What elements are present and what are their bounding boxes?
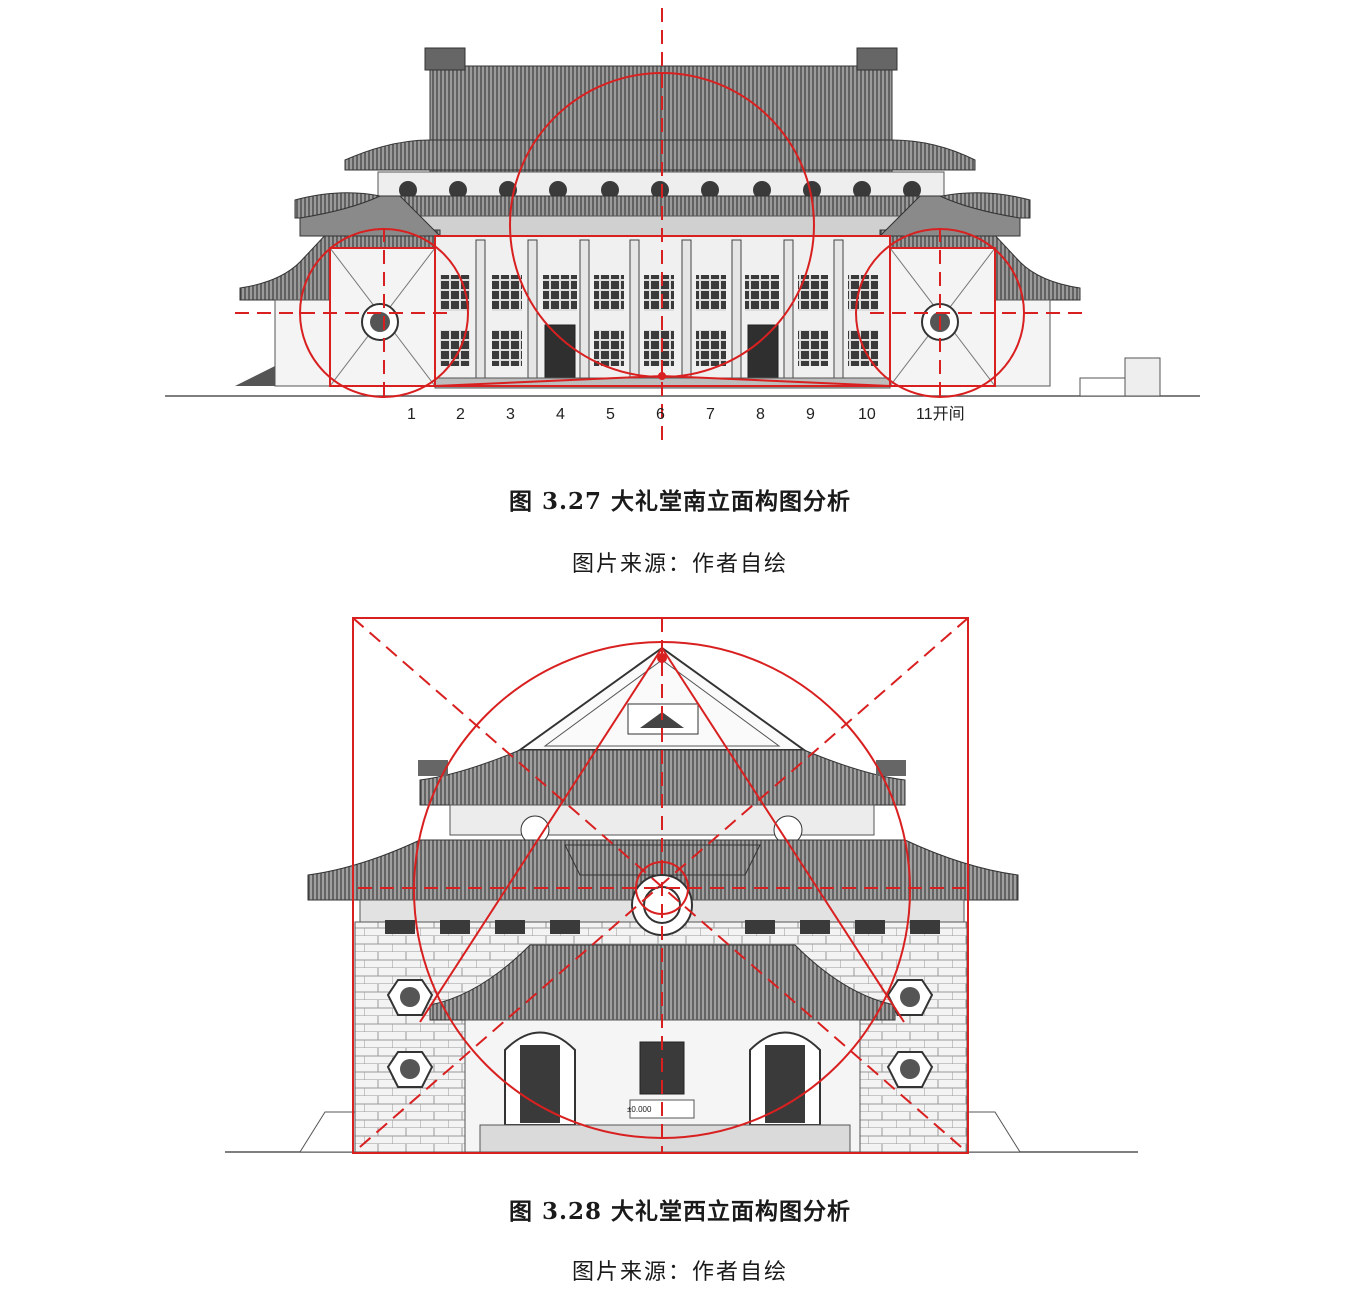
bay-label: 3 <box>506 406 515 423</box>
bay-label: 8 <box>756 406 765 423</box>
figure-caption-south: 图 3.27 大礼堂南立面构图分析 <box>508 488 852 515</box>
bay-label: 2 <box>456 406 465 423</box>
south-elevation-drawing: 1 2 3 4 5 6 7 8 9 10 11开间 <box>165 8 1200 445</box>
bounding-square <box>352 617 969 1154</box>
bay-label: 11开间 <box>916 405 965 423</box>
bay-label: 9 <box>806 406 815 423</box>
upper-roof <box>344 47 976 203</box>
south-elevation-figure: 1 2 3 4 5 6 7 8 9 10 11开间 <box>0 0 1360 450</box>
entrance-openings: ±0.000 <box>479 1031 851 1153</box>
bay-label: 5 <box>606 406 615 423</box>
west-elevation-figure: ±0.000 <box>0 600 1360 1170</box>
middle-roof <box>294 192 1031 237</box>
gable-roof <box>418 646 906 845</box>
south-analysis-overlay <box>235 8 1090 445</box>
right-entrance-door <box>747 324 779 386</box>
bay-label: 7 <box>706 406 715 423</box>
bay-label: 10 <box>858 406 876 423</box>
figure-caption-west: 图 3.28 大礼堂西立面构图分析 <box>508 1198 852 1225</box>
octagonal-windows <box>386 979 934 1088</box>
bay-labels: 1 2 3 4 5 6 7 8 9 10 11开间 <box>407 405 965 423</box>
side-steps <box>299 1111 1021 1153</box>
figure-source-south: 图片来源：作者自绘 <box>571 552 788 577</box>
bay-label: 4 <box>556 406 565 423</box>
west-analysis-overlay <box>352 617 969 1154</box>
upper-window-row <box>399 181 921 199</box>
left-entrance-door <box>544 324 576 386</box>
bay-label: 1 <box>407 406 416 423</box>
figure-source-west: 图片来源：作者自绘 <box>571 1260 788 1285</box>
bay-label: 6 <box>656 406 665 423</box>
west-elevation-drawing: ±0.000 <box>225 617 1138 1154</box>
level-label: ±0.000 <box>627 1105 652 1114</box>
